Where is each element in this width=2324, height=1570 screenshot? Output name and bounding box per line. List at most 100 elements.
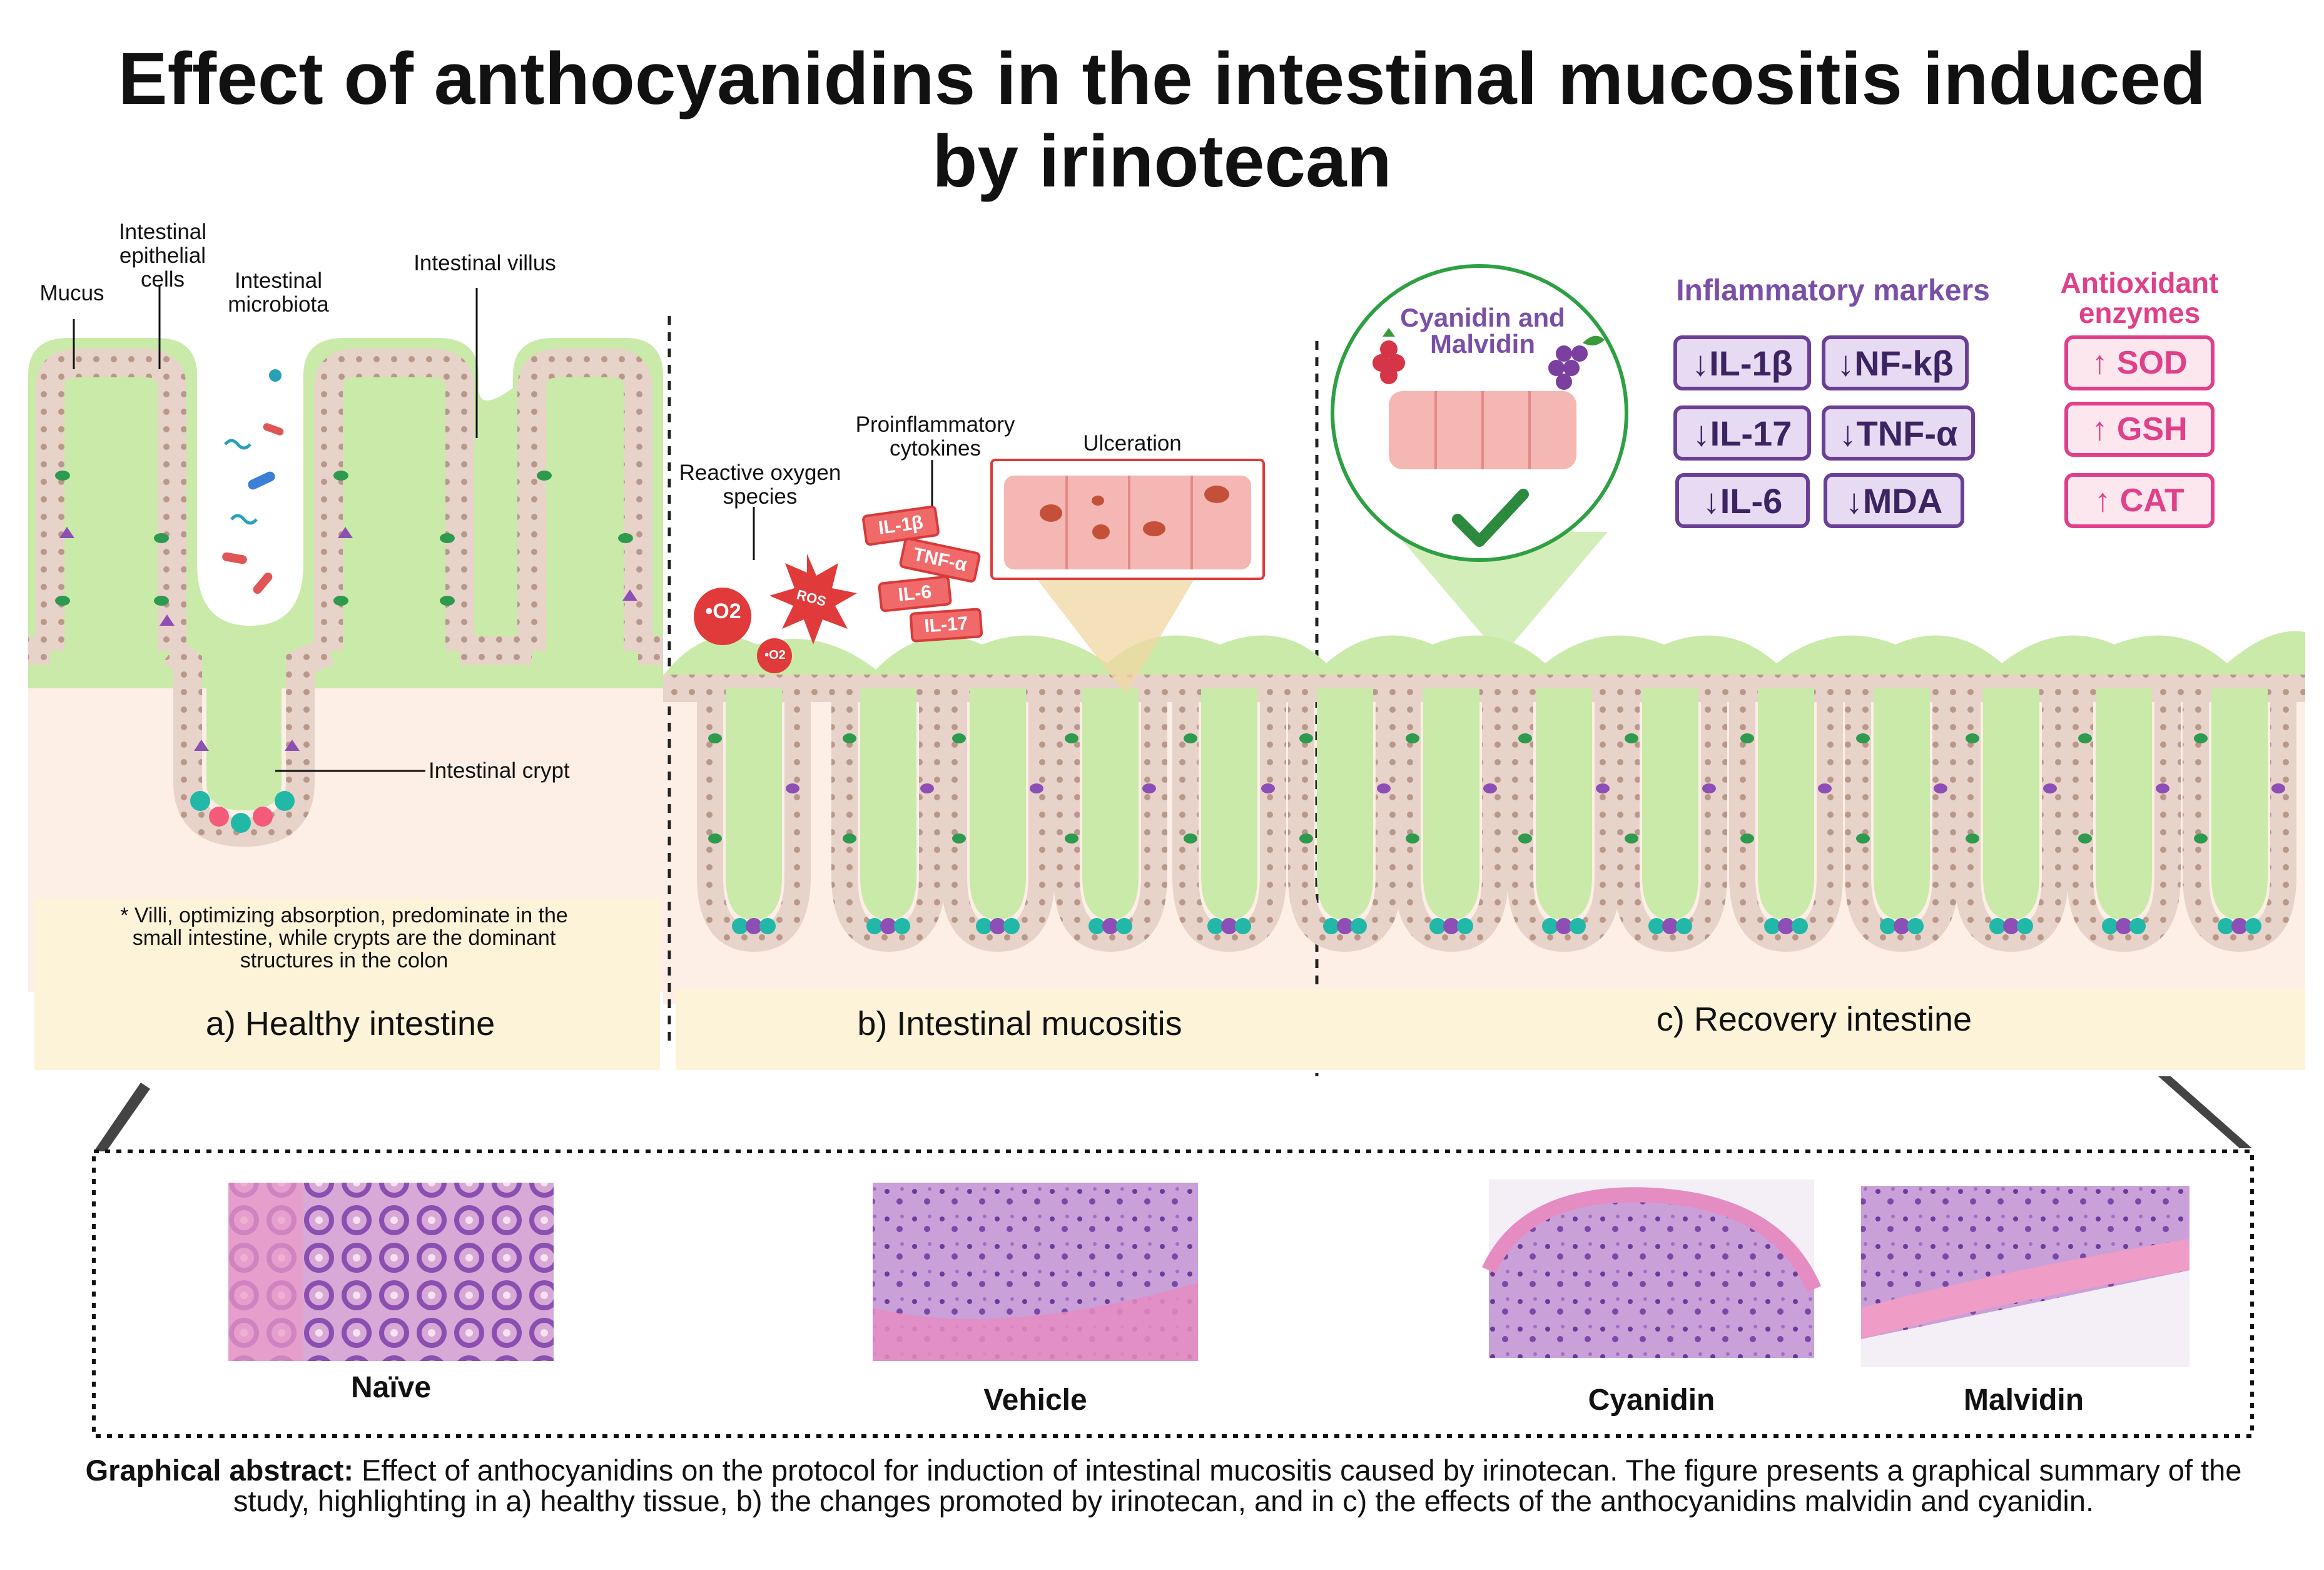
cytokine-tag: IL-17 (909, 608, 983, 643)
histology-label-malvidin: Malvidin (1963, 1384, 2084, 1417)
crypt-wall (1954, 688, 2068, 952)
crypt-base-cell (1778, 918, 1794, 934)
crypt-base-cell (1880, 918, 1896, 934)
crypt-base-cell (1429, 918, 1446, 934)
goblet-cell (2194, 733, 2208, 743)
histology-frame (92, 1076, 2254, 1438)
crypt-base-cell (732, 918, 748, 934)
goblet-cell (1856, 833, 1870, 844)
goblet-cell (1377, 783, 1391, 793)
crypt-base-cell (2017, 918, 2033, 934)
histology-label-naive: Naïve (350, 1371, 432, 1404)
crypt-base-cell (2245, 918, 2261, 934)
crypt-base-cell (1207, 918, 1224, 934)
label-crypt: Intestinal crypt (429, 758, 570, 783)
ulceration-inset (990, 459, 1265, 695)
crypt-base-cell (1570, 918, 1586, 934)
goblet-cell (1030, 783, 1043, 793)
crypt-base-cell (2003, 918, 2019, 934)
crypt-lumen (1317, 688, 1373, 920)
goblet-cell (1184, 733, 1197, 743)
goblet-cell (1818, 783, 1832, 793)
goblet-cell (1625, 833, 1638, 844)
label-cytokines: Proinflammatory cytokines (855, 412, 1015, 461)
goblet-cell (843, 833, 856, 844)
crypt-base-cell (1764, 918, 1780, 934)
goblet-cell (1740, 733, 1754, 743)
panel-a-villi (28, 285, 663, 1070)
crypt-lumen (2096, 688, 2152, 920)
crypt-wall (1288, 688, 1402, 952)
crypt-wall (1507, 688, 1621, 952)
crypt-base-cell (880, 918, 896, 934)
histology-label-vehicle: Vehicle (983, 1384, 1087, 1417)
label-mucus: Mucus (39, 281, 104, 305)
crypt-lumen (1423, 688, 1479, 920)
goblet-cell (1740, 833, 1754, 844)
crypt-wall (1172, 688, 1286, 952)
crypt-lumen (1642, 688, 1698, 920)
caption-recovery: c) Recovery intestine (1656, 1001, 1972, 1038)
goblet-cell (1856, 733, 1870, 743)
crypt-base-cell (2231, 918, 2248, 934)
crypt-lumen (1536, 688, 1592, 920)
enzyme-sod: ↑ SOD (2064, 335, 2215, 390)
inflammatory-title: Inflammatory markers (1676, 274, 1990, 307)
crypt-base-cell (1088, 918, 1105, 934)
goblet-cell (1299, 733, 1313, 743)
antioxidant-title: Antioxidant enzymes (2060, 267, 2219, 329)
label-microbiota: Intestinal microbiota (228, 268, 329, 317)
crypt-lumen (1874, 688, 1930, 920)
goblet-cell (843, 733, 856, 743)
goblet-cell (1518, 833, 1532, 844)
goblet-cell (952, 733, 966, 743)
crypt-base-cell (976, 918, 992, 934)
goblet-cell (1483, 783, 1497, 793)
crypt-lumen (1082, 688, 1139, 920)
crypt-base-cell (866, 918, 883, 934)
marker-nfkb: ↓NF-kβ (1822, 335, 1969, 390)
grape-icon (1548, 335, 1605, 390)
crypt-base-cell (894, 918, 910, 934)
crypt-base-cell (1989, 918, 2006, 934)
goblet-cell (1966, 833, 1979, 844)
goblet-cell (1518, 733, 1532, 743)
crypt-lumen (2211, 688, 2268, 920)
raspberry-icon (1373, 328, 1405, 384)
crypt-base-cell (1221, 918, 1237, 934)
figure-title: Effect of anthocyanidins in the intestin… (0, 38, 2324, 203)
caption-bold: Graphical abstract: (85, 1454, 353, 1487)
marker-il1b: ↓IL-1β (1673, 335, 1811, 390)
figure-caption: Graphical abstract: Effect of anthocyani… (50, 1455, 2277, 1516)
marker-mda: ↓MDA (1824, 473, 1964, 528)
crypt-wall (831, 688, 945, 952)
crypt-wall (1394, 688, 1508, 952)
crypt-lumen (970, 688, 1026, 920)
crypt-base-cell (1648, 918, 1665, 934)
crypt-lumen (726, 688, 782, 920)
marker-il6: ↓IL-6 (1675, 473, 1810, 528)
crypt-base-cell (1003, 918, 1020, 934)
treatment-label: Cyanidin and Malvidin (1400, 303, 1565, 359)
goblet-cell (2078, 833, 2092, 844)
crypt-base-cell (1676, 918, 1692, 934)
goblet-cell (1065, 833, 1078, 844)
crypt-base-cell (2116, 918, 2132, 934)
o2-radical-small: •O2 (764, 648, 786, 662)
crypt-lumen (1201, 688, 1257, 920)
ros-cluster (694, 507, 857, 673)
goblet-cell (1596, 783, 1610, 793)
goblet-cell (1625, 733, 1638, 743)
caption-healthy: a) Healthy intestine (205, 1005, 495, 1042)
crypt-base-cell (2102, 918, 2118, 934)
goblet-cell (2156, 783, 2169, 793)
enzyme-gsh: ↑ GSH (2064, 402, 2215, 457)
goblet-cell (2043, 783, 2057, 793)
check-icon (1452, 489, 1529, 547)
crypt-base-cell (1457, 918, 1473, 934)
crypt-base-cell (746, 918, 762, 934)
goblet-cell (920, 783, 934, 793)
goblet-cell (708, 733, 722, 743)
histology-label-cyanidin: Cyanidin (1588, 1384, 1715, 1417)
